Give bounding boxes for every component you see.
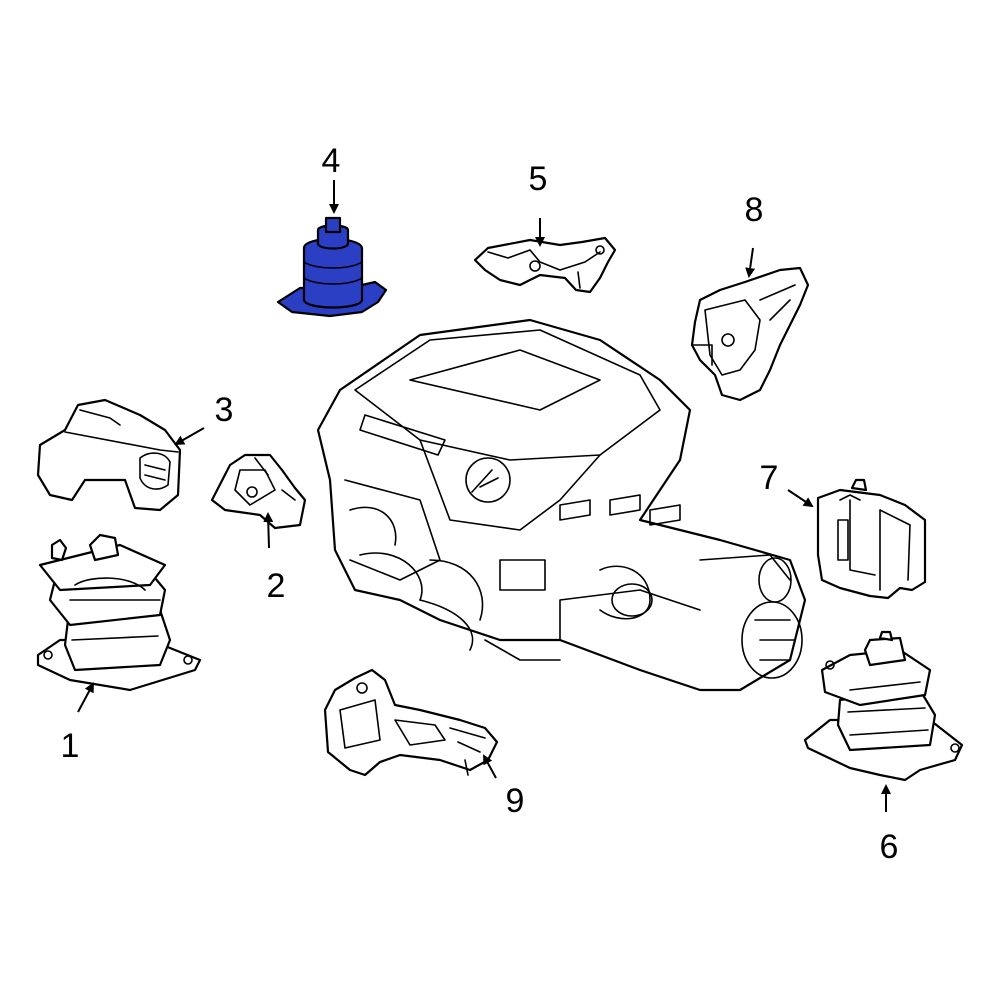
callout-numbers: 1 2 3 4 5 6 7 8 9 — [61, 142, 899, 866]
part-8-mount-bracket[interactable] — [690, 266, 810, 402]
callout-6: 6 — [880, 828, 899, 866]
leader-2 — [263, 512, 274, 549]
callout-2: 2 — [267, 567, 286, 605]
leader-8 — [745, 247, 756, 278]
callout-3: 3 — [215, 391, 234, 429]
part-1-engine-mount[interactable] — [36, 533, 202, 692]
leader-lines — [77, 180, 891, 812]
leader-3 — [174, 427, 205, 445]
part-4-engine-mount-highlighted[interactable] — [276, 216, 388, 318]
leader-9 — [483, 754, 497, 779]
part-7-mount-stopper[interactable] — [816, 478, 927, 600]
engine-assembly — [316, 318, 807, 692]
part-2-mount-bracket[interactable] — [210, 453, 307, 530]
leader-7 — [787, 489, 814, 508]
part-3-mount-stopper[interactable] — [36, 398, 182, 512]
part-5-mount-bracket[interactable] — [473, 236, 617, 294]
callout-1: 1 — [61, 727, 80, 765]
callout-4: 4 — [322, 142, 341, 180]
leader-1 — [77, 682, 94, 713]
part-9-mount-bracket[interactable] — [323, 668, 499, 777]
callout-8: 8 — [745, 191, 764, 229]
callout-9: 9 — [506, 782, 525, 820]
part-6-engine-mount[interactable] — [803, 630, 964, 782]
callout-7: 7 — [760, 459, 779, 497]
callout-5: 5 — [529, 160, 548, 198]
